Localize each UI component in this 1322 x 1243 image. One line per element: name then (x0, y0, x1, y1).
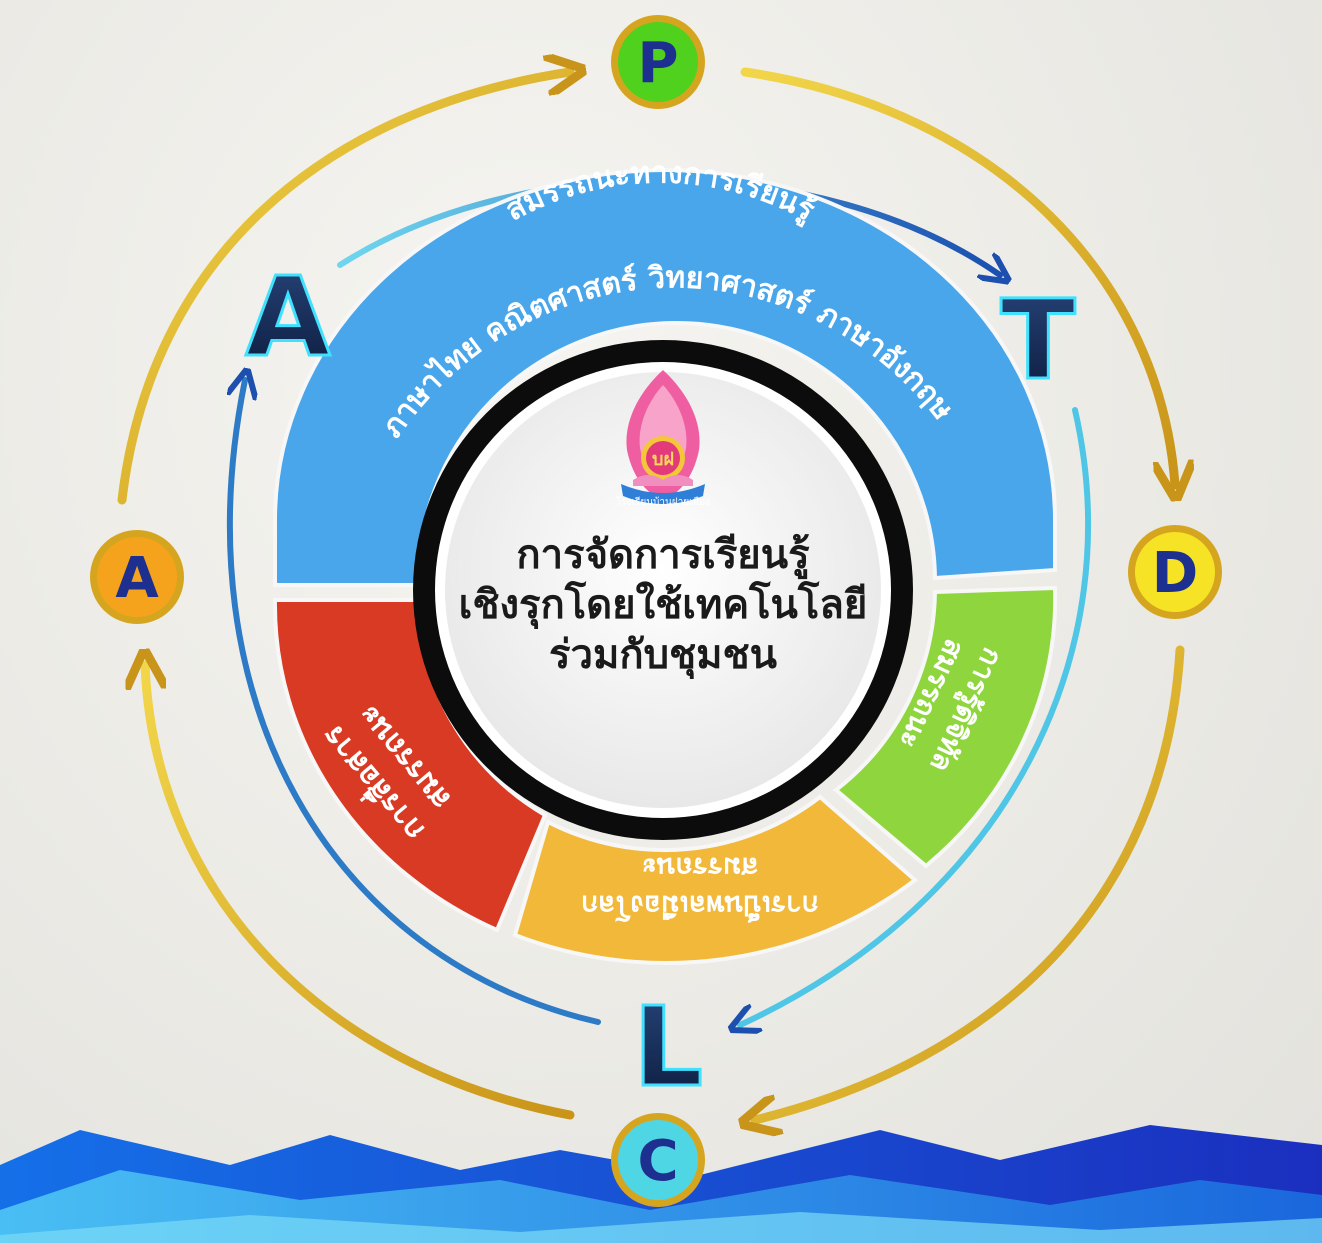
competency-ring (272, 168, 1058, 965)
outer-cycle-arrows (117, 67, 1185, 1120)
arc-d-to-c (755, 645, 1185, 1120)
center-title: การจัดการเรียนรู้ เชิงรุกโดยใช้เทคโนโลยี… (459, 532, 868, 680)
segment-bottom-line-2: การเป็นพลเมืองโลก (581, 889, 818, 923)
arc-p-to-d (740, 67, 1175, 485)
segment-top (273, 168, 1057, 587)
node-d: D (1128, 525, 1222, 619)
svg-text:บฝ: บฝ (652, 449, 674, 470)
node-a-letter: A (115, 546, 159, 611)
school-logo: บฝ (621, 370, 705, 504)
segment-bottom-line-1: สมรรถนะ (642, 851, 759, 884)
center-disc (413, 340, 913, 840)
node-c: C (611, 1113, 705, 1207)
arc-t-to-l (740, 407, 1091, 1025)
segment-right (832, 585, 1058, 869)
center-title-line-1: การจัดการเรียนรู้ (516, 532, 810, 579)
node-p-letter: P (637, 31, 678, 96)
arc-l-to-a (230, 380, 601, 1025)
node-c-letter: C (637, 1129, 678, 1194)
node-a: A (90, 530, 184, 624)
inner-letter-t: T (1000, 276, 1075, 404)
inner-letter-a: A (245, 253, 330, 381)
center-title-line-3: ร่วมกับชุมชน (549, 632, 777, 680)
inner-letter-l: L (633, 983, 703, 1111)
segment-bottom-label: การเป็นพลเมืองโลก สมรรถนะ (581, 851, 818, 923)
arc-c-to-a (145, 665, 575, 1120)
logo-caption: โรงเรียนบ้านฝายเมือง (616, 495, 710, 508)
node-d-letter: D (1152, 541, 1198, 606)
arc-a-to-p (117, 72, 570, 505)
center-title-line-2: เชิงรุกโดยใช้เทคโนโลยี (459, 581, 868, 630)
segment-bottom (512, 794, 919, 965)
inner-letters: T L A (244, 252, 1077, 1113)
node-p: P (611, 15, 705, 109)
